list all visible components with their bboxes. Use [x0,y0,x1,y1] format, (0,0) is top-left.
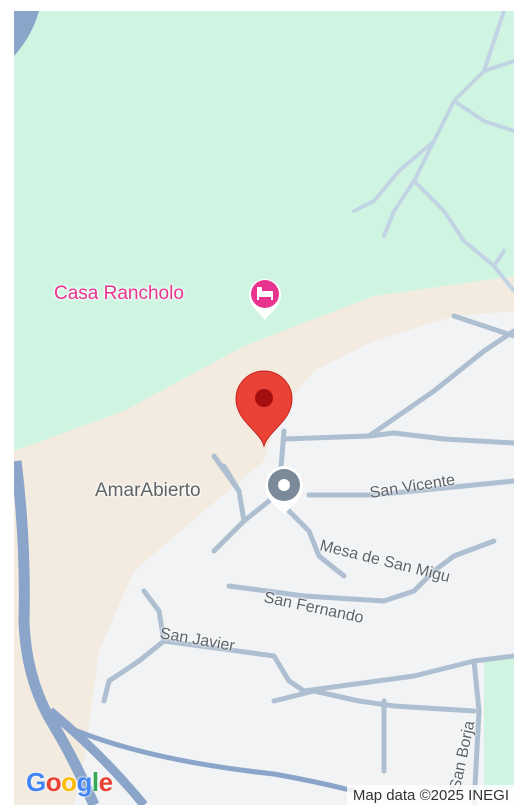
location-pin-icon[interactable] [235,370,293,448]
map-canvas[interactable]: Casa Rancholo AmarAbierto San Vicente Me… [14,11,514,805]
poi-label-hotel[interactable]: Casa Rancholo [54,283,184,304]
river-top [14,11,39,56]
google-logo[interactable]: Google [26,767,113,798]
logo-letter: e [98,767,113,797]
river-left [14,460,100,805]
poi-label-amarabierto[interactable]: AmarAbierto [95,480,201,501]
park-area [14,11,514,451]
sand-area [14,276,514,805]
park-strip [484,659,514,789]
logo-letter: l [91,767,99,797]
roads [101,313,514,805]
logo-letter: G [26,767,46,797]
logo-letter: g [76,767,93,797]
trails [352,11,514,293]
logo-letter: o [61,767,77,797]
river-channel [52,718,355,794]
place-dot-icon[interactable] [265,466,303,514]
map-layer [14,11,514,805]
river-branch [47,707,148,805]
bed-icon[interactable] [249,279,281,320]
logo-letter: o [45,767,62,797]
map-attribution[interactable]: Map data ©2025 INEGI [346,785,514,805]
